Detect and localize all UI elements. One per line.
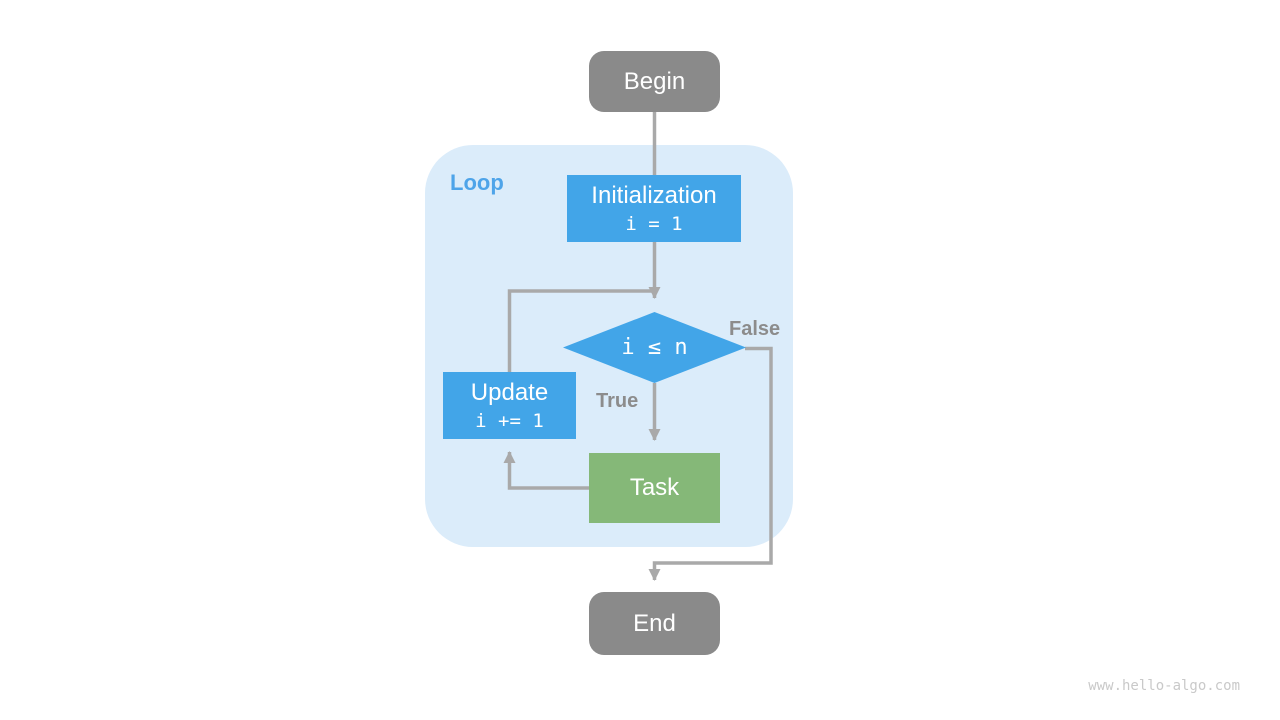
initialization-code: i = 1 [625,212,683,235]
loop-label: Loop [450,170,504,195]
condition-expression: i ≤ n [621,334,688,360]
update-code: i += 1 [475,409,544,432]
update-node: Update i += 1 [443,372,576,439]
initialization-node: Initialization i = 1 [567,175,741,242]
update-label: Update [470,378,549,406]
edge-update-loopback [507,289,653,372]
initialization-label: Initialization [591,181,717,209]
end-node: End [589,592,720,655]
begin-label: Begin [623,67,686,95]
watermark: www.hello-algo.com [1088,678,1240,694]
edge-condition-false-to-end [648,346,773,581]
false-edge-label: False [729,318,781,340]
end-label: End [633,609,676,637]
task-label: Task [629,474,680,501]
true-edge-label: True [596,390,639,412]
begin-node: Begin [589,51,720,112]
edge-task-to-update [503,451,589,490]
task-node: Task [589,453,720,523]
